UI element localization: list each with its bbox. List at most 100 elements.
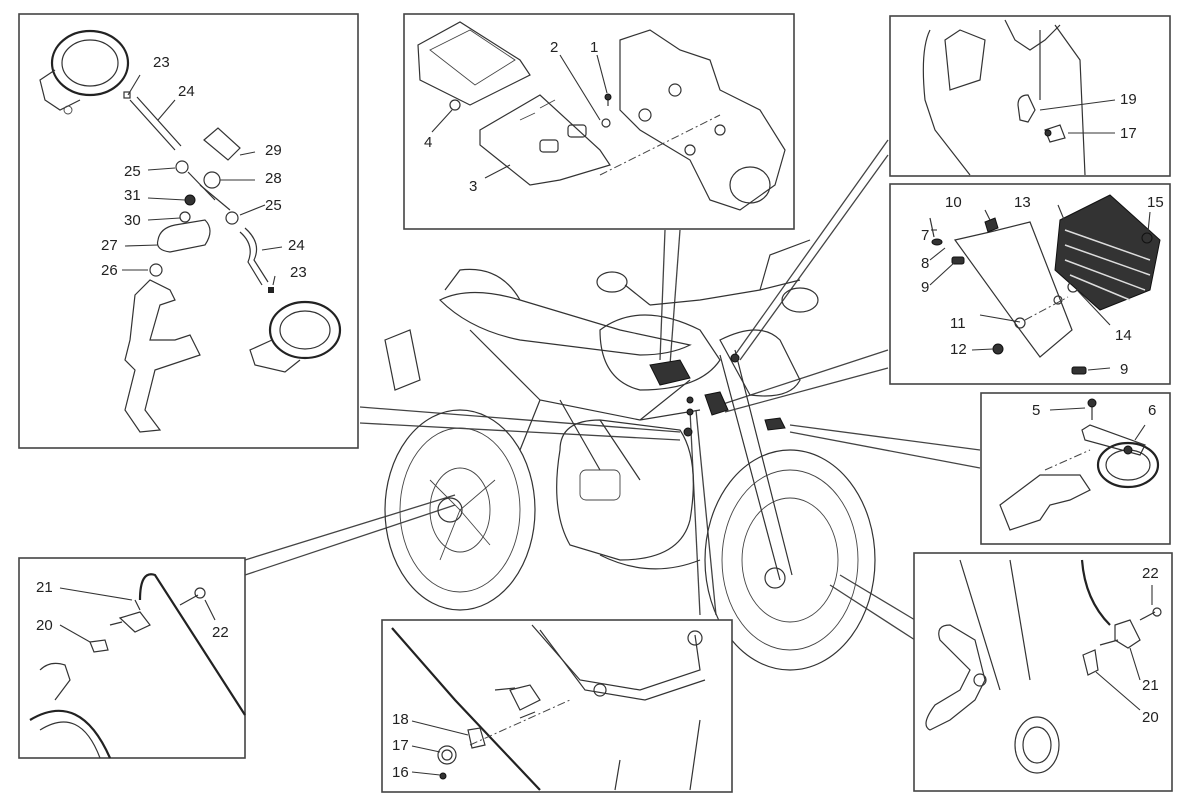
bushing-25-upper [175,160,189,174]
bracket-27 [156,219,211,253]
panel-front-sensor: 19 17 [889,15,1171,177]
frame-section [619,29,786,211]
part-label: 16 [392,764,409,781]
panel-front-abs-sensor: 22 21 20 [913,552,1173,792]
bolt-22 [179,594,199,606]
front-wheel [704,449,876,671]
callout-lines [244,139,981,641]
handlebar [649,279,801,306]
bolt-22 [1139,611,1156,621]
panel-speed-sensor-cables: 23 24 29 25 28 31 25 30 27 24 26 23 [18,13,359,449]
nut-15 [1141,232,1153,244]
horn-6 [1096,441,1160,489]
callout-line-speed-sensor-2 [359,422,681,441]
nut-31 [184,194,196,206]
part-label: 14 [1115,327,1132,344]
grommet-18 [467,727,486,749]
rear-hub [29,709,112,759]
lower-ring [268,300,342,360]
callout-line-speed-sensor [359,406,681,433]
axle-lug [1014,716,1060,774]
screw-16 [439,772,447,780]
part-label: 30 [124,212,141,229]
ecu-unit [417,21,531,106]
fork-leg [959,559,1031,691]
regulator-highlight [704,391,729,416]
relay-17 [437,745,457,765]
callout-line-relay-2 [695,409,717,616]
callout-line-rear-abs-2 [244,504,456,576]
part-label: 5 [1032,402,1040,419]
panel-rear-abs-sensor: 21 20 22 [18,557,246,759]
grommet-19 [1017,94,1036,123]
part-label: 9 [921,279,929,296]
ecu-bracket-3 [479,94,611,186]
part-label: 20 [1142,709,1159,726]
right-mirror [759,239,811,291]
part-label: 25 [124,163,141,180]
horn-highlight [764,417,786,431]
regulator-13 [1054,194,1161,311]
callout-line-front-abs [839,574,916,621]
part-label: 25 [265,197,282,214]
horn-bracket [1081,424,1146,456]
upper-ring [50,29,130,97]
part-label: 8 [921,255,929,272]
part-label: 7 [921,227,929,244]
bracket-11 [953,221,1073,358]
bolt-5 [1087,398,1097,408]
abs-sensor-21 [1114,619,1141,649]
part-label: 10 [945,194,962,211]
part-label: 18 [392,711,409,728]
sensor-29 [203,127,241,161]
callout-line-ecu-2 [669,229,681,366]
shim-20 [89,639,109,653]
part-label: 20 [36,617,53,634]
sensor-17 [1044,124,1066,143]
washer-30 [179,211,191,223]
part-label: 13 [1014,194,1031,211]
abs-sensor-21 [118,611,151,633]
washer-14 [1067,281,1079,293]
callout-line-horn-2 [789,431,981,469]
part-label: 15 [1147,194,1164,211]
license-plate [384,329,421,391]
sensor-cable [1080,559,1111,626]
part-label: 24 [178,83,195,100]
left-mirror [596,271,628,293]
panel-horn: 5 6 [980,392,1171,545]
grommet-26 [149,263,163,277]
part-label: 22 [212,624,229,641]
part-label: 12 [950,341,967,358]
part-label: 3 [469,178,477,195]
part-label: 23 [290,264,307,281]
part-label: 9 [1120,361,1128,378]
seat [438,291,692,356]
grommet-9b [1071,366,1087,375]
callout-line-front-abs-2 [829,584,916,641]
clip-10 [984,217,999,233]
cable-24-lower [239,227,269,286]
part-label: 23 [153,54,170,71]
shim-20 [1082,649,1099,676]
part-label: 19 [1120,91,1137,108]
panel-ecu-mounting: 2 1 4 3 [403,13,795,230]
callout-line-horn [789,424,981,451]
part-label: 22 [1142,565,1159,582]
bushing-25-lower [225,211,239,225]
part-label: 24 [288,237,305,254]
callout-line-rear-abs [244,494,456,561]
part-label: 11 [950,315,966,332]
ecu-highlight [649,359,691,386]
callout-line-regulator-2 [724,367,889,413]
fairing-edge [922,29,971,176]
rear-wheel [384,409,536,611]
part-label: 28 [265,170,282,187]
front-sensor-highlight [730,353,740,363]
part-label: 6 [1148,402,1156,419]
part-label: 31 [124,187,141,204]
panel-relay-mounting: 18 17 16 [381,619,733,793]
callout-line-front-sensor [734,139,889,356]
part-label: 2 [550,39,558,56]
